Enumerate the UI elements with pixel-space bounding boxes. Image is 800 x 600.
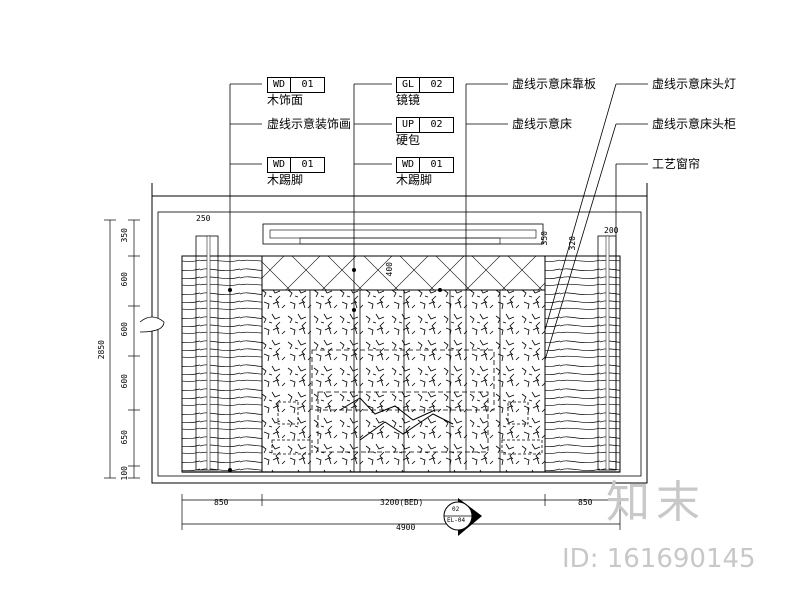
dim-850-left: 850 bbox=[214, 498, 229, 507]
bed-bench-dashed bbox=[311, 349, 495, 411]
dim-350: 350 bbox=[120, 228, 129, 243]
label-bed-cabinet-dashed: 虚线示意床头柜 bbox=[652, 117, 737, 131]
section-marker bbox=[443, 498, 482, 536]
tag-gl-02: GL 02 bbox=[396, 77, 454, 93]
tag-wd-01-a: WD 01 bbox=[267, 77, 325, 93]
dim-3200: 3200(BED) bbox=[380, 498, 424, 507]
left-lamp bbox=[277, 401, 299, 425]
outer-wall-frame bbox=[151, 195, 648, 484]
dim-600-a: 600 bbox=[120, 272, 129, 287]
dim-600-c: 600 bbox=[120, 374, 129, 389]
dim-400: 400 bbox=[385, 262, 394, 277]
tag-num: 01 bbox=[301, 159, 314, 170]
dim-850-right: 850 bbox=[578, 498, 593, 507]
tag-wd-01-b: WD 01 bbox=[267, 157, 325, 173]
label-mirror: 镜镜 bbox=[396, 93, 421, 107]
tag-wd-01-c: WD 01 bbox=[396, 157, 454, 173]
tag-code: WD bbox=[268, 158, 291, 172]
tag-code: WD bbox=[397, 158, 420, 172]
marker-bottom-text: EL-04 bbox=[447, 517, 466, 524]
dim-350-top: 350 bbox=[540, 231, 549, 246]
dim-200: 200 bbox=[604, 226, 619, 235]
label-dashed-deco: 虚线示意装饰画 bbox=[267, 117, 352, 131]
label-bed-dashed: 虚线示意床 bbox=[512, 117, 573, 131]
tag-num: 01 bbox=[430, 159, 443, 170]
tag-code: WD bbox=[268, 78, 291, 92]
left-cabinet bbox=[271, 439, 313, 455]
watermark-logo: 知末 bbox=[606, 477, 706, 528]
bed-dashed bbox=[317, 391, 489, 453]
label-bed-bench-dashed: 虚线示意床靠板 bbox=[512, 77, 597, 91]
watermark-id: ID: 161690145 bbox=[562, 544, 756, 574]
tag-num: 02 bbox=[430, 119, 443, 130]
label-hard-pack: 硬包 bbox=[396, 133, 421, 147]
tag-num: 01 bbox=[301, 79, 314, 90]
ceiling-soffit bbox=[262, 223, 544, 245]
label-wood-skirting-left: 木踢脚 bbox=[267, 173, 304, 187]
mirror-band bbox=[261, 255, 546, 291]
right-cabinet bbox=[501, 439, 543, 455]
label-curtain: 工艺窗帘 bbox=[652, 157, 701, 171]
dim-600-b: 600 bbox=[120, 322, 129, 337]
dim-250: 250 bbox=[196, 214, 211, 223]
tag-code: UP bbox=[397, 118, 420, 132]
label-bed-lamp-dashed: 虚线示意床头灯 bbox=[652, 77, 737, 91]
dim-4900: 4900 bbox=[396, 523, 416, 532]
tag-code: GL bbox=[397, 78, 420, 92]
right-lamp bbox=[507, 401, 529, 425]
dim-650: 650 bbox=[120, 430, 129, 445]
marker-top-text: 02 bbox=[452, 506, 460, 513]
inner-wall-frame bbox=[157, 211, 642, 477]
label-wood-skirting-mid: 木踢脚 bbox=[396, 173, 433, 187]
hard-pack-panels bbox=[261, 289, 546, 473]
dim-320: 320 bbox=[568, 236, 577, 251]
left-wood-panel bbox=[181, 255, 263, 473]
label-wood-veneer: 木饰面 bbox=[267, 93, 304, 107]
dim-2850: 2850 bbox=[97, 340, 106, 360]
tag-up-02: UP 02 bbox=[396, 117, 454, 133]
dim-100: 100 bbox=[120, 466, 129, 481]
tag-num: 02 bbox=[430, 79, 443, 90]
